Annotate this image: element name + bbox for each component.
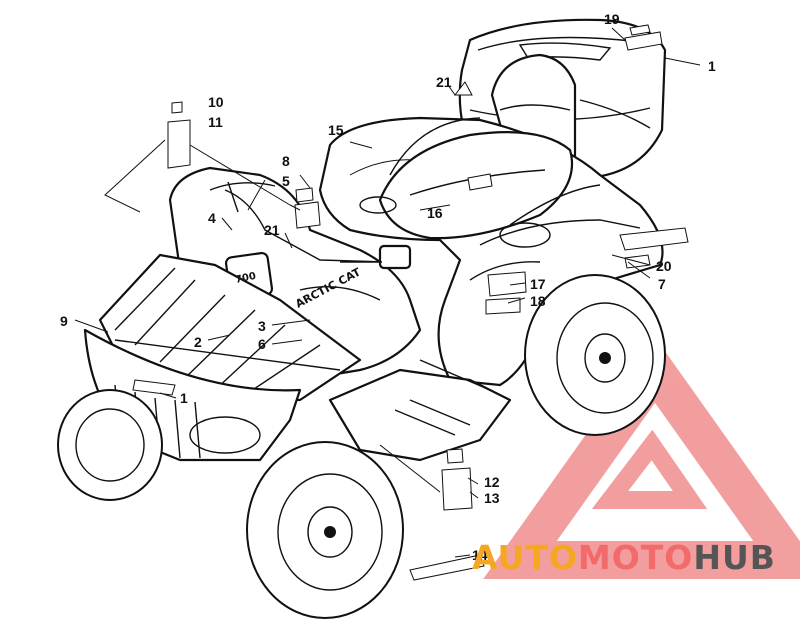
callout-6: 6 — [258, 336, 266, 352]
callout-15: 15 — [328, 122, 344, 138]
rear-right-wheel — [524, 274, 666, 436]
callout-16: 16 — [427, 205, 443, 221]
watermark-hub: HUB — [693, 538, 776, 577]
callout-1-front: 1 — [180, 390, 188, 406]
leader-lines — [74, 27, 701, 558]
decal-shapes — [167, 24, 689, 581]
callout-18: 18 — [530, 293, 546, 309]
callout-1-top: 1 — [708, 58, 716, 74]
callout-8: 8 — [282, 153, 290, 169]
callout-3: 3 — [258, 318, 266, 334]
front-rack — [98, 253, 362, 402]
front-left-wheel — [57, 389, 163, 501]
callout-7: 7 — [658, 276, 666, 292]
watermark-logo — [483, 337, 800, 579]
callout-10: 10 — [208, 94, 224, 110]
callout-12: 12 — [484, 474, 500, 490]
footrest-frame — [328, 359, 512, 462]
callout-4: 4 — [208, 210, 216, 226]
display-decal-text: 700 — [234, 271, 257, 286]
callout-21-top: 21 — [436, 74, 452, 90]
callout-11: 11 — [208, 114, 223, 130]
callout-14: 14 — [472, 547, 488, 563]
callout-13: 13 — [484, 490, 500, 506]
watermark-text: AUTOMOTOHUB — [472, 538, 776, 577]
callout-5: 5 — [282, 173, 290, 189]
callout-9: 9 — [60, 313, 68, 329]
callout-17: 17 — [530, 276, 546, 292]
callout-20: 20 — [656, 258, 672, 274]
watermark-moto: MOTO — [577, 538, 694, 577]
watermark-auto: AUTO — [472, 538, 578, 577]
callout-19: 19 — [604, 11, 620, 27]
seat — [378, 131, 574, 240]
front-right-wheel — [246, 441, 404, 619]
callout-21-mid: 21 — [264, 222, 280, 238]
handlebar — [224, 181, 412, 270]
grab-handles — [359, 117, 601, 248]
callout-2: 2 — [194, 334, 202, 350]
